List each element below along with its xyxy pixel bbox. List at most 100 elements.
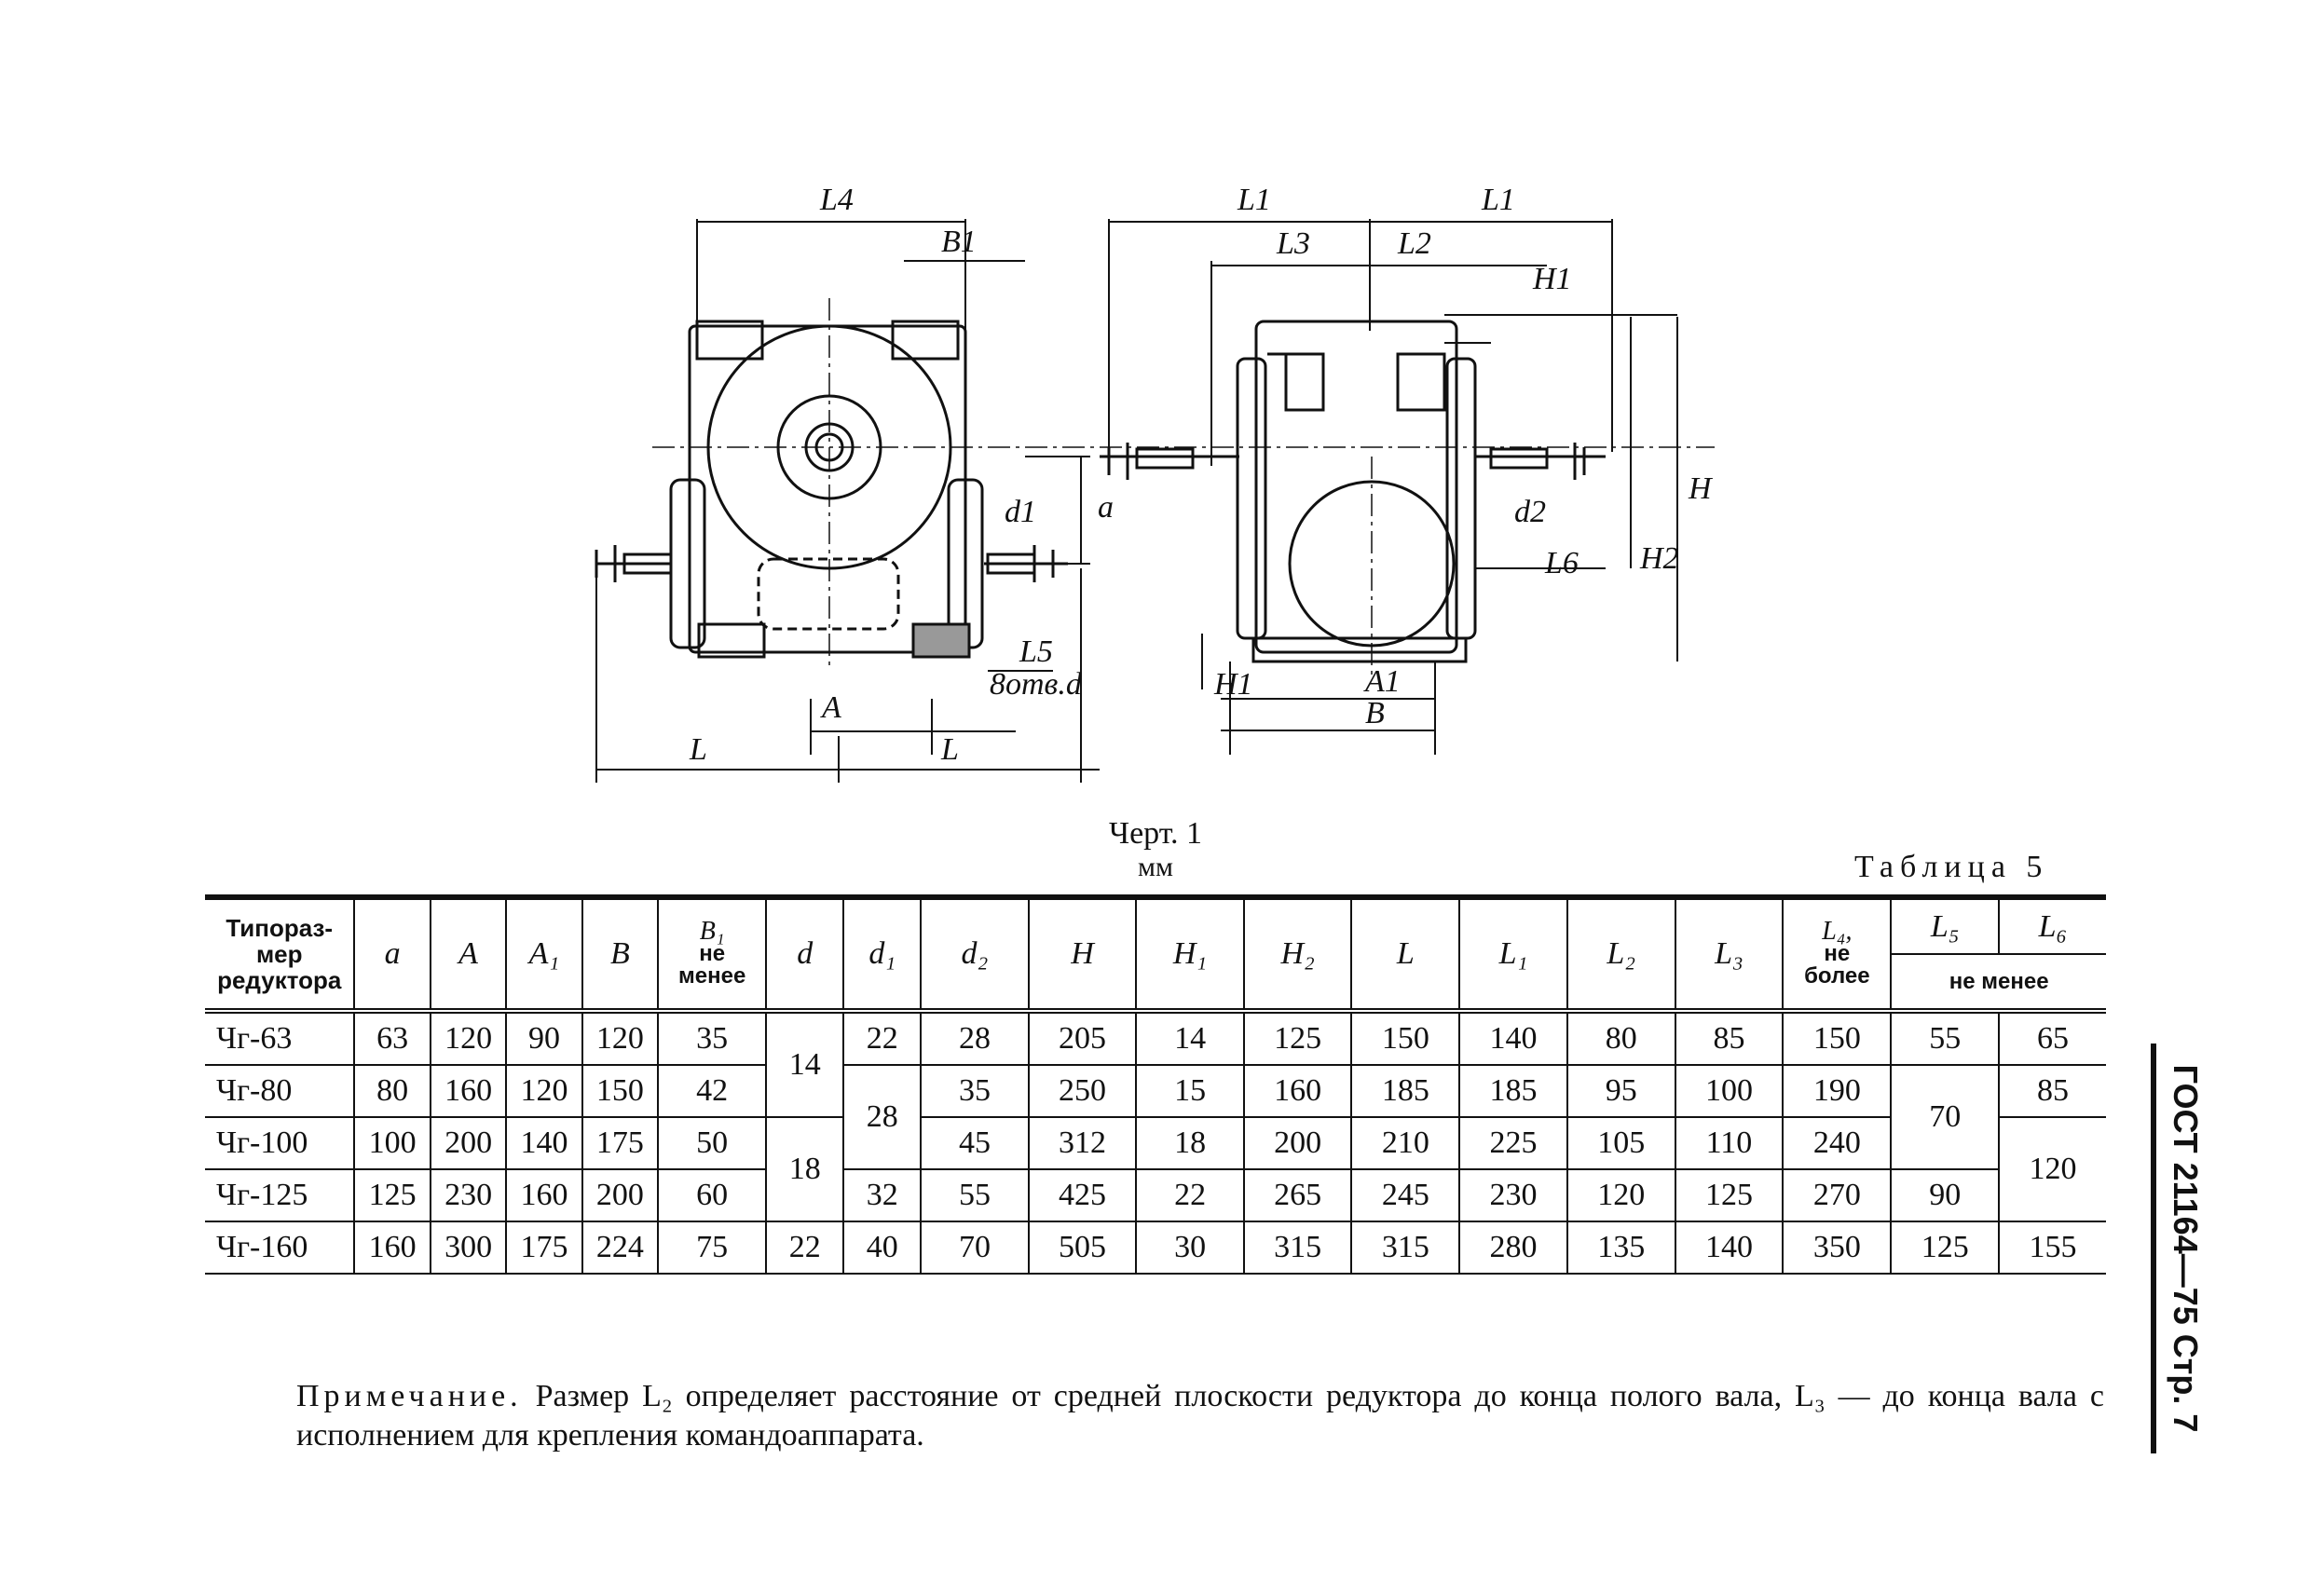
cell-L3: 85: [1674, 1011, 1784, 1066]
right-view-body: [1254, 320, 1458, 654]
cell-H: 505: [1027, 1221, 1137, 1275]
dim-a: a: [1098, 490, 1114, 525]
cell-L1: 230: [1458, 1169, 1567, 1222]
cell-name: Чг-125: [205, 1169, 355, 1222]
dim-L-left: L: [689, 732, 707, 767]
cell-L6: 155: [1998, 1221, 2106, 1275]
cell-d: 22: [765, 1221, 844, 1275]
cell-L5: 70: [1890, 1065, 2000, 1170]
cell-L4: 190: [1782, 1065, 1892, 1118]
cell-H: 312: [1027, 1117, 1137, 1170]
cell-B: 120: [581, 1011, 659, 1066]
reducer-drawing: L4 B1 d1 a L5 8отв.d A L L L1 L1 L3 L2 H…: [595, 183, 1715, 783]
dim-L-right: L: [940, 732, 959, 767]
cell-d1: 28: [842, 1065, 922, 1170]
cell-L2: 135: [1566, 1221, 1675, 1275]
cell-name: Чг-160: [205, 1221, 355, 1275]
cell-L6: 65: [1998, 1011, 2106, 1066]
cell-H1: 15: [1135, 1065, 1244, 1118]
page-header-side: ГОСТ 21164—75 Стр. 7: [2167, 1064, 2205, 1433]
table-row: Чг-63 63 120 90 120 35 14 22 28 205 14 1…: [205, 1011, 2106, 1118]
cell-B: 150: [581, 1065, 659, 1118]
cell-L3: 125: [1674, 1169, 1784, 1222]
cell-name: Чг-100: [205, 1117, 355, 1170]
cell-L1: 185: [1458, 1065, 1567, 1118]
cell-B: 224: [581, 1221, 659, 1275]
cell-A1: 140: [505, 1117, 582, 1170]
cell-L: 150: [1350, 1011, 1460, 1066]
side-rule: [2151, 1044, 2156, 1453]
units-label: мм: [1138, 852, 1173, 882]
cell-H2: 125: [1242, 1011, 1352, 1066]
table-title: Таблица 5: [1854, 850, 2049, 884]
cell-L1: 140: [1458, 1011, 1567, 1066]
cell-H1: 22: [1135, 1169, 1244, 1222]
cell-L3: 110: [1674, 1117, 1784, 1170]
cell-d1: 22: [842, 1011, 922, 1066]
cell-A1: 90: [505, 1011, 582, 1066]
cell-L4: 150: [1782, 1011, 1892, 1066]
cell-H1: 18: [1135, 1117, 1244, 1170]
cell-H2: 200: [1242, 1117, 1352, 1170]
cell-B1: 42: [657, 1065, 767, 1118]
left-view-boss-right: [891, 320, 960, 361]
col-header-L: L: [1350, 894, 1460, 1011]
dim-L3: L3: [1276, 226, 1310, 261]
dim-L1-right: L1: [1481, 183, 1515, 217]
note-lead: Примечание.: [296, 1379, 523, 1413]
dim-A: A: [820, 690, 841, 725]
table-row: Чг-125 125 230 160 200 60 32 55 425 22 2…: [205, 1169, 2106, 1222]
cell-B1: 75: [657, 1221, 767, 1275]
cell-L: 185: [1350, 1065, 1460, 1118]
cell-a: 160: [353, 1221, 431, 1275]
col-header-A: A: [429, 894, 507, 1011]
dim-H1-bottom: H1: [1213, 667, 1253, 702]
cell-d: 14: [765, 1011, 844, 1118]
dim-H: H: [1688, 471, 1714, 506]
dim-d2: d2: [1514, 495, 1546, 529]
dim-A1: A1: [1363, 664, 1401, 699]
cell-d2: 45: [920, 1117, 1029, 1170]
col-header-not-less: не менее: [1890, 954, 2106, 1011]
cell-L4: 350: [1782, 1221, 1892, 1275]
col-header-a: a: [353, 894, 431, 1011]
cell-name: Чг-80: [205, 1065, 355, 1118]
cell-L5: 55: [1890, 1011, 2000, 1066]
dim-d1: d1: [1005, 495, 1036, 529]
cell-a: 80: [353, 1065, 431, 1118]
cell-A: 230: [429, 1169, 507, 1222]
cell-H2: 265: [1242, 1169, 1352, 1222]
cell-name: Чг-63: [205, 1011, 355, 1066]
cell-d: 18: [765, 1117, 844, 1222]
cell-A: 160: [429, 1065, 507, 1118]
cell-L1: 225: [1458, 1117, 1567, 1170]
dim-L5: L5: [1019, 634, 1053, 669]
cell-L5: 90: [1890, 1169, 2000, 1222]
cell-H1: 30: [1135, 1221, 1244, 1275]
cell-H: 425: [1027, 1169, 1137, 1222]
left-view-flange-left: [669, 478, 706, 649]
cell-L5: 125: [1890, 1221, 2000, 1275]
dim-B1: B1: [941, 225, 977, 259]
cell-L: 315: [1350, 1221, 1460, 1275]
note-text: Размер L₂ определяет расстояние от средн…: [296, 1379, 2104, 1453]
figure-caption: Черт. 1: [1108, 816, 1203, 851]
left-view-boss-left: [695, 320, 764, 361]
cell-d2: 35: [920, 1065, 1029, 1118]
cell-d1: 40: [842, 1221, 922, 1275]
cell-L4: 240: [1782, 1117, 1892, 1170]
dim-holes: 8отв.d: [990, 667, 1083, 702]
cell-L2: 105: [1566, 1117, 1675, 1170]
cell-L2: 95: [1566, 1065, 1675, 1118]
dim-L2: L2: [1397, 226, 1431, 261]
cell-L6: 120: [1998, 1117, 2106, 1222]
cell-L: 210: [1350, 1117, 1460, 1170]
cell-d2: 70: [920, 1221, 1029, 1275]
cell-a: 100: [353, 1117, 431, 1170]
cell-L6: 85: [1998, 1065, 2106, 1118]
cell-L1: 280: [1458, 1221, 1567, 1275]
